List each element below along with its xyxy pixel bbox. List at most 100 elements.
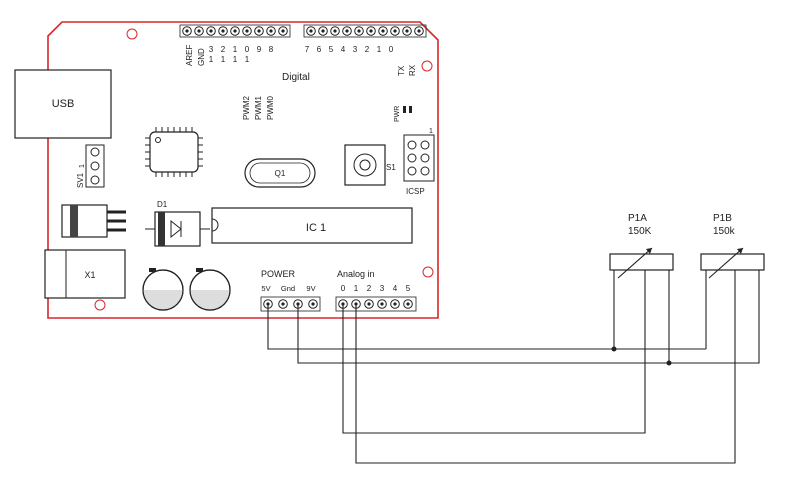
wire-5v — [267, 304, 706, 350]
digital-pin-number: 5 — [329, 45, 334, 54]
digital-pin-hole — [245, 29, 249, 33]
analog-pin-hole — [393, 302, 397, 306]
s1-reset-button: S1 — [344, 144, 396, 186]
x1-power-jack: X1 — [44, 249, 126, 299]
p1a-id: P1A — [628, 213, 647, 224]
digital-pin-hole — [393, 29, 397, 33]
digital-pin-hole — [333, 29, 337, 33]
power-header-pins — [260, 296, 321, 312]
analog-pin-label: 2 — [367, 284, 372, 293]
digital-pin-number: 1 — [209, 55, 214, 64]
wires — [267, 262, 760, 464]
digital-pin-number: 1 — [221, 55, 226, 64]
analog-pin-label: 5 — [406, 284, 411, 293]
rx-label: RX — [408, 64, 417, 76]
analog-header-label: Analog in — [337, 269, 375, 279]
sv1-label: SV1 — [76, 172, 85, 188]
mounting-hole — [421, 60, 433, 72]
x1-label: X1 — [84, 270, 95, 280]
analog-pin-label: 3 — [380, 284, 385, 293]
digital-pin-hole — [257, 29, 261, 33]
power-pin-hole — [281, 302, 285, 306]
digital-pin-hole — [221, 29, 225, 33]
digital-header-housing — [179, 24, 291, 38]
atmega-square-chip — [145, 127, 203, 177]
digital-header-housing — [303, 24, 427, 38]
digital-pin-hole — [209, 29, 213, 33]
digital-pin-hole — [369, 29, 373, 33]
wire-junction — [611, 346, 617, 352]
analog-pin-hole — [406, 302, 410, 306]
s1-label: S1 — [386, 163, 396, 172]
icsp-label: ICSP — [406, 187, 425, 196]
analog-pin-hole — [367, 302, 371, 306]
digital-pin-number: 1 — [377, 45, 382, 54]
digital-pin-number: 2 — [221, 45, 226, 54]
sv1-pin1-label: 1 — [79, 164, 86, 168]
digital-pin-hole — [269, 29, 273, 33]
digital-pin-hole — [281, 29, 285, 33]
analog-pin-label: 4 — [393, 284, 398, 293]
analog-header-pins — [335, 296, 417, 312]
d1-diode: D1 — [145, 200, 210, 247]
power-header-label: POWER — [261, 269, 296, 279]
sv1-header: SV1 1 — [76, 144, 105, 188]
voltage-regulator — [61, 204, 126, 238]
analog-pin-label: 0 — [341, 284, 346, 293]
digital-pin-number: 1 — [233, 55, 238, 64]
digital-pin-number: 4 — [341, 45, 346, 54]
wire-junction — [666, 360, 672, 366]
digital-header — [179, 24, 427, 38]
digital-pin-number: 6 — [317, 45, 322, 54]
digital-pin-number: 9 — [257, 45, 262, 54]
pwm-label: PWM1 — [254, 95, 263, 120]
digital-pin-hole — [233, 29, 237, 33]
digital-pin-number: 0 — [245, 45, 250, 54]
icsp-header: 1 ICSP — [403, 128, 435, 196]
p1b-value: 150k — [713, 226, 736, 237]
electrolytic-capacitor — [189, 268, 231, 311]
usb-connector — [14, 69, 112, 139]
digital-pin-hole — [405, 29, 409, 33]
digital-pin-hole — [185, 29, 189, 33]
power-pin-label: Gnd — [281, 284, 295, 293]
ic1-label: IC 1 — [306, 222, 326, 234]
power-pin-label: 9V — [306, 284, 315, 293]
digital-pin-number: 2 — [365, 45, 370, 54]
analog-pin-hole — [380, 302, 384, 306]
digital-pin-number: 1 — [245, 55, 250, 64]
q1-crystal: Q1 — [244, 158, 316, 188]
ic1-chip: IC 1 — [211, 207, 413, 244]
mounting-hole — [126, 28, 138, 40]
wire-analog1 — [355, 262, 736, 464]
digital-pin-hole — [309, 29, 313, 33]
analog-header-housing — [335, 296, 417, 312]
digital-pin-hole — [345, 29, 349, 33]
mounting-hole — [94, 299, 106, 311]
digital-pin-number: 7 — [305, 45, 310, 54]
digital-pin-number: 3 — [353, 45, 358, 54]
mounting-hole — [422, 266, 434, 278]
digital-pin-hole — [381, 29, 385, 33]
pwr-led: PWR — [394, 106, 412, 122]
digital-pin-number: 8 — [269, 45, 274, 54]
digital-pin-hole — [357, 29, 361, 33]
arduino-board-outline — [47, 21, 439, 319]
wire-gnd — [297, 262, 760, 364]
pin-aref-label: AREF — [185, 45, 194, 66]
wire-analog0 — [342, 262, 646, 434]
digital-pin-hole — [197, 29, 201, 33]
potentiometer-p1a: P1A 150K — [609, 213, 674, 279]
digital-pin-number: 3 — [209, 45, 214, 54]
pwm-label: PWM2 — [242, 95, 251, 120]
analog-pin-label: 1 — [354, 284, 359, 293]
pin-gnd-label: GND — [197, 48, 206, 66]
digital-pin-hole — [417, 29, 421, 33]
pwm-label: PWM0 — [266, 95, 275, 120]
digital-label: Digital — [282, 72, 310, 83]
icsp-pin1-label: 1 — [429, 128, 433, 135]
